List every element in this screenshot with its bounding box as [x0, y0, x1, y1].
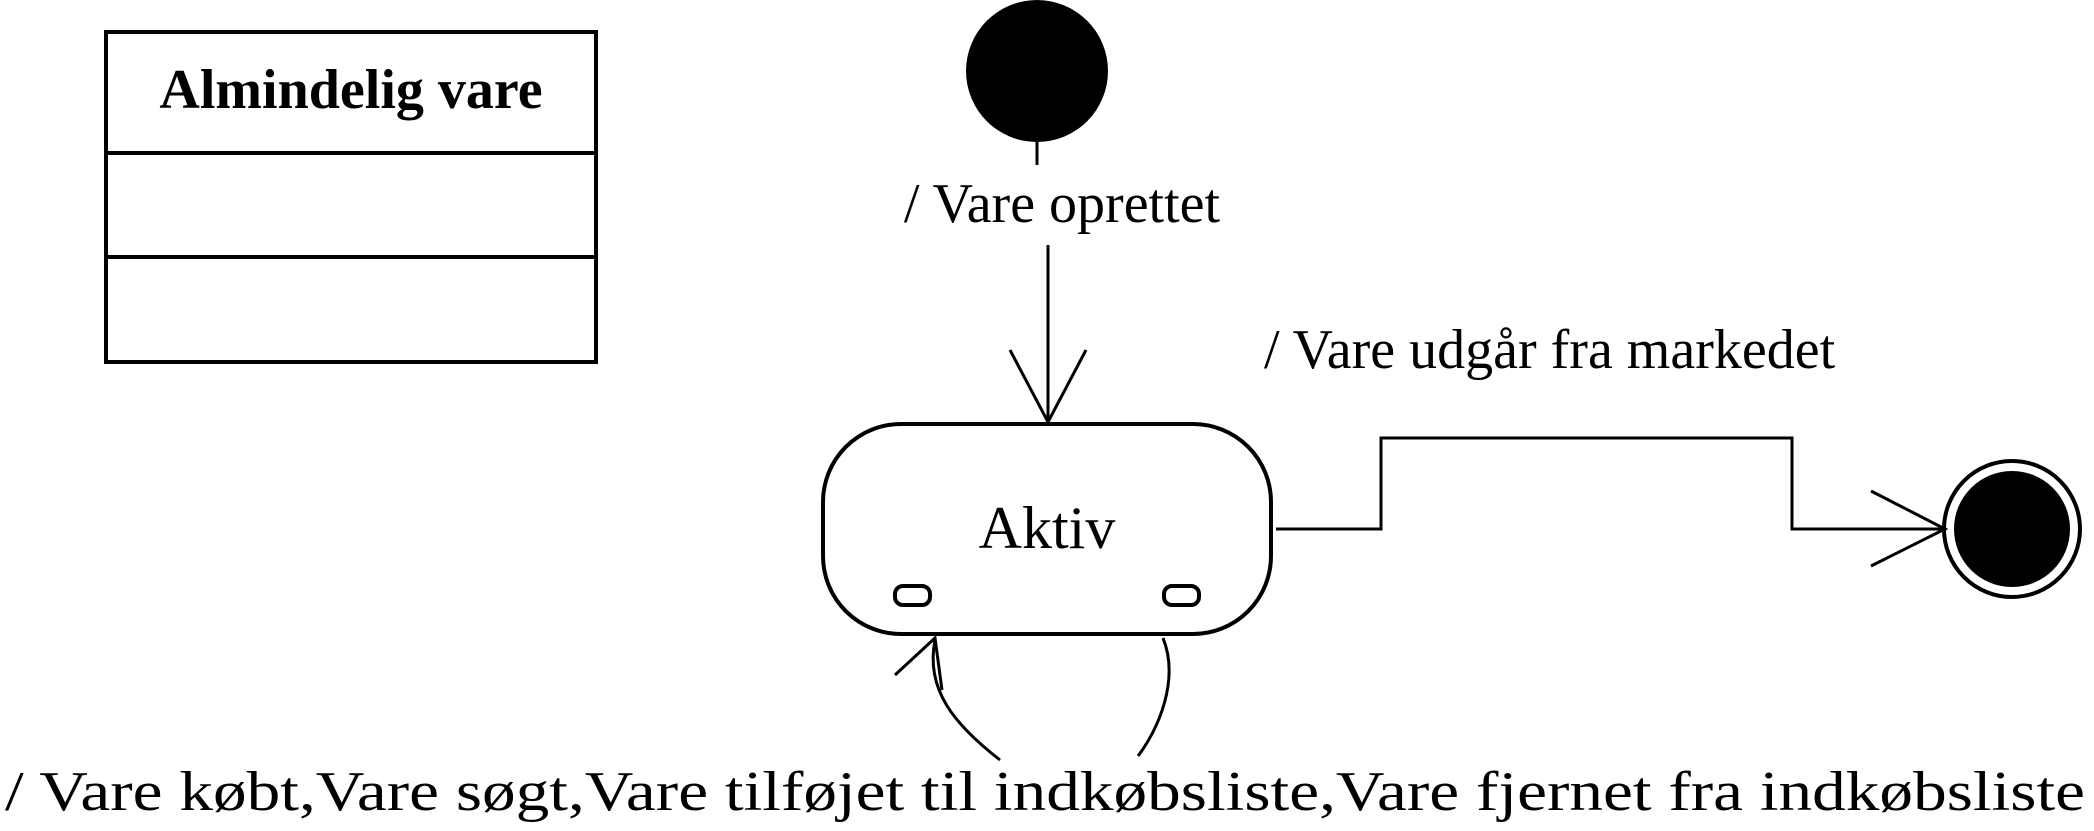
state-aktiv-frame [821, 422, 1273, 636]
final-node-dot [1954, 471, 2070, 587]
final-node [1942, 459, 2082, 599]
final-node-ring [1942, 459, 2082, 599]
self-transition-arrow [893, 634, 1171, 762]
state-aktiv-name: Aktiv [979, 495, 1116, 561]
state-aktiv: Aktiv [821, 422, 1273, 636]
class-box: Almindelig vare [104, 30, 598, 364]
initial-node-dot [966, 0, 1108, 142]
initial-node [966, 0, 1108, 165]
class-box-frame [104, 30, 598, 364]
initial-transition-label: / Vare oprettet [904, 173, 1221, 235]
exit-transition-label: / Vare udgår fra markedet [1264, 319, 1836, 381]
initial-transition-arrow [1008, 245, 1088, 426]
exit-transition-arrow [1276, 436, 1949, 568]
state-handle-right [1162, 584, 1201, 607]
self-transition-label: / Vare købt,Vare søgt,Vare tilføjet til … [5, 761, 2085, 823]
state-handle-left [893, 584, 932, 607]
class-box-title: Almindelig vare [159, 59, 542, 121]
